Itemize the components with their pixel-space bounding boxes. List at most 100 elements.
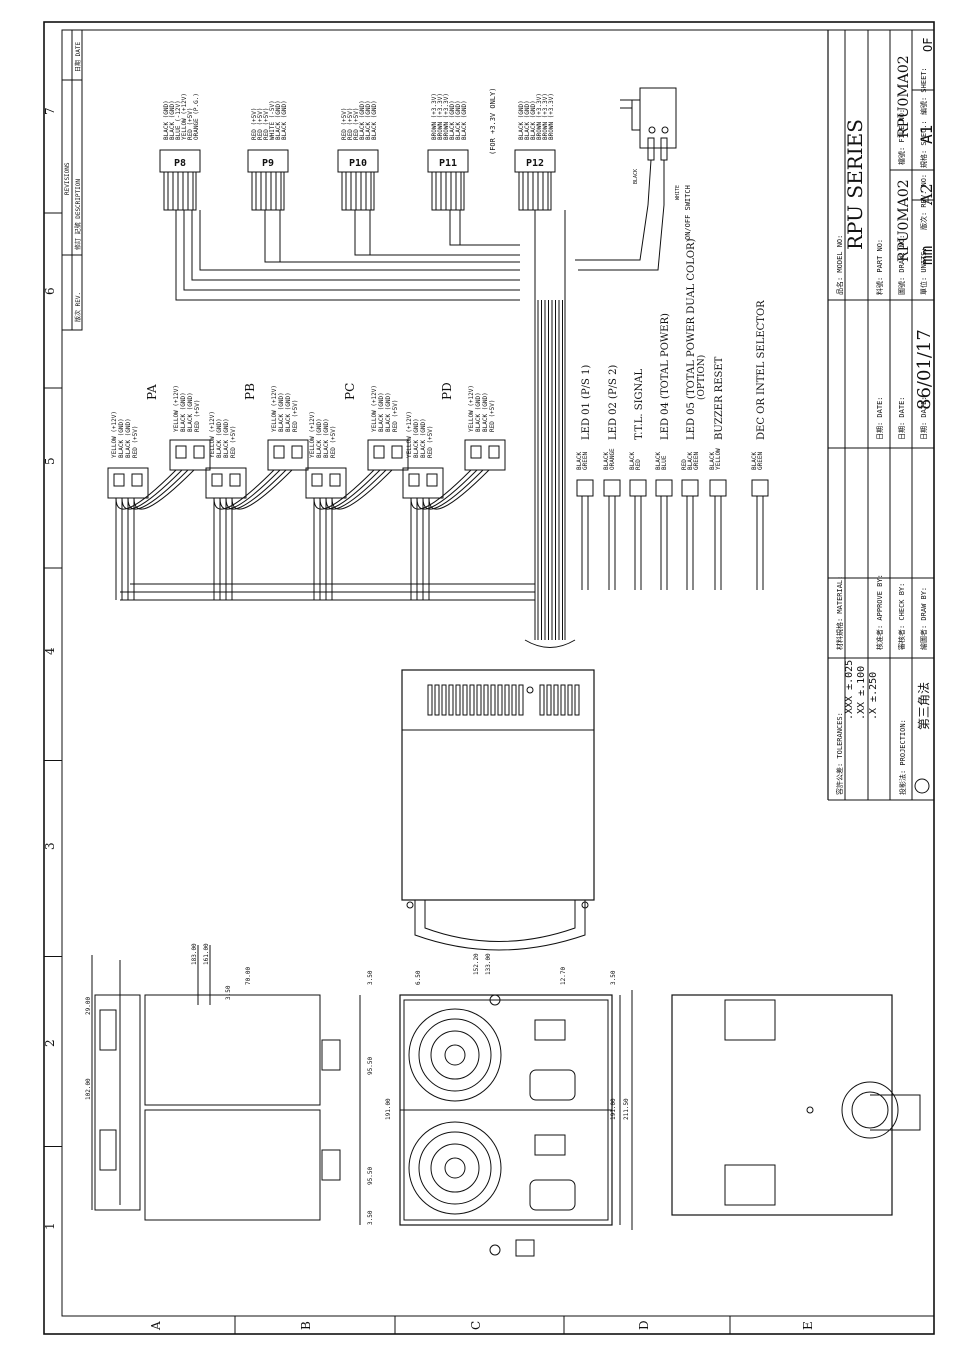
peripheral-pb-a-wire: YELLOW (+12V) [209,411,216,458]
signal-wire-color: BLUE [661,455,668,470]
sheet-label: 編號: SHEET: [919,67,928,115]
peripheral-pb-a-wire: BLACK (GND) [216,418,223,458]
peripheral-pb-b [267,439,309,471]
drawno-value: RPU0MA02 [896,179,912,262]
connector-p10-wire: RED (+5V) [347,107,354,140]
signal-label: LED 05 (TOTAL POWER DUAL COLOR) [686,238,697,440]
tol-xx: .XX ±.100 [856,666,867,720]
connector-p8-wire: YELLOW (+12V) [181,93,188,140]
peripheral-pa-b-wire: BLACK (GND) [187,392,194,432]
connector-p12-wire: BROWN (+3.3V) [536,93,543,140]
signal-connector [709,479,727,497]
switch-label: ON/OFF SWITCH [684,185,692,240]
wire-harness [120,210,576,648]
power-switch-1 [534,1019,566,1041]
switch-white-label: WHITE [675,185,681,200]
connector-p10-wire: RED (+5V) [353,107,360,140]
date-col-label: 日期 DATE [74,42,82,72]
peripheral-pa-b-wire: YELLOW (+12V) [173,385,180,432]
drawno-label: 圖號: DRAW. NO: [897,235,906,295]
signal-label: DEC OR INTEL SELECTOR [756,300,767,440]
connector-p10-label: P10 [349,158,367,169]
connector-p12-wire: BLACK (GND) [518,100,525,140]
signal-wire-color: GREEN [757,452,764,470]
tolerances-label: 容許公差: TOLERANCES: [835,712,844,795]
rev-value: A2 [917,183,936,206]
peripheral-pc-a-wire: BLACK (GND) [323,418,330,458]
peripheral-pc-a-wire: BLACK (GND) [316,418,323,458]
p11-note: (FOR +3.3V ONLY) [489,88,497,155]
dim-3-50a: 3.50 [225,985,232,1000]
connector-p10-wire: BLACK (GND) [365,100,372,140]
zone-letter-B: B [299,1321,313,1330]
peripheral-pb-b-wire: YELLOW (+12V) [271,385,278,432]
peripheral-pa-label: PA [145,384,159,400]
peripheral-pc-b [367,439,409,471]
connector-p10-wire: BLACK (GND) [359,100,366,140]
signal-wire-color: BLACK [709,452,716,470]
signal-wire-color: GREEN [582,452,589,470]
connector-p8-wire: BLUE (-12V) [175,100,182,140]
connector-p12-label: P12 [526,158,544,169]
peripheral-pa-b [169,439,211,471]
connector-p11-label: P11 [439,158,457,169]
date-label-2: 日期: DATE: [898,396,906,440]
zone-letter-C: C [469,1321,483,1330]
spec-label: 規格: SPEC.: [919,120,928,168]
dim-70: 70.00 [245,967,252,985]
connector-p9-wire: WHITE (-5V) [269,100,276,140]
fan-grille-2 [408,1121,502,1215]
zone-number-6: 6 [43,287,57,295]
peripheral-pd-label: PD [440,382,454,400]
connector-p12-wire: BROWN (+3.3V) [542,93,549,140]
date-value: 86/01/17 [914,329,935,410]
dim-95-50b: 95.50 [367,1167,374,1185]
file-label: 檔號: FILE NO: [897,109,906,165]
peripheral-pa-a-wire: RED (+5V) [132,425,139,458]
dim-12-70: 12.70 [560,967,567,985]
dim-161: 161.00 [203,943,210,965]
tol-xxx: .XXX ±.025 [844,660,855,720]
projection-value: 第三角法 [917,682,931,730]
connector-p8-label: P8 [174,158,186,169]
dim-133: 133.00 [485,953,492,975]
peripheral-pb-a-wire: RED (+5V) [230,425,237,458]
inner-frame [61,29,935,1317]
zone-number-7: 7 [43,107,57,115]
power-switch-2 [534,1134,566,1156]
peripheral-pd-a-wire: RED (+5V) [427,425,434,458]
date-label-1: 日期: DATE: [876,396,884,440]
switch-black-label: BLACK [633,169,639,184]
signal-connector [629,479,647,497]
zone-number-3: 3 [43,842,57,850]
connector-p12-wire: BROWN (+3.3V) [548,93,555,140]
dim-102: 102.00 [85,1078,92,1100]
model-value: RPU SERIES [843,119,867,250]
zone-letter-A: A [149,1321,163,1331]
signal-label: LED 01 (P/S 1) [581,365,592,440]
psu-rear-view [671,994,921,1216]
peripheral-pc-b-wire: YELLOW (+12V) [371,385,378,432]
connector-p12-wire: BLACK (GND) [530,100,537,140]
connector-p8-wire: BLACK (GND) [169,100,176,140]
rev-label: 版次: REV. NO: [919,174,928,230]
dim-191b: 191.00 [610,1098,617,1120]
dim-29: 29.00 [85,997,92,1015]
peripheral-pc-b-wire: BLACK (GND) [385,392,392,432]
dim-3-50c: 3.50 [367,1210,374,1225]
dim-191a: 191.00 [385,1098,392,1120]
dim-152-20: 152.20 [473,953,480,975]
signal-wire-color: BLACK [576,452,583,470]
peripheral-pb-b-wire: RED (+5V) [292,399,299,432]
dimensions: 102.00 29.00 183.00 161.00 70.00 3.50 3.… [85,943,633,1230]
zone-number-1: 1 [43,1222,57,1230]
connector-p9-wire: RED (+5V) [263,107,270,140]
signal-connector [576,479,594,497]
peripheral-pd-b-wire: YELLOW (+12V) [468,385,475,432]
psu-side-view [94,994,341,1221]
fan-grille-1 [408,1008,502,1102]
date-label-3: 日期: DATE: [920,396,928,440]
